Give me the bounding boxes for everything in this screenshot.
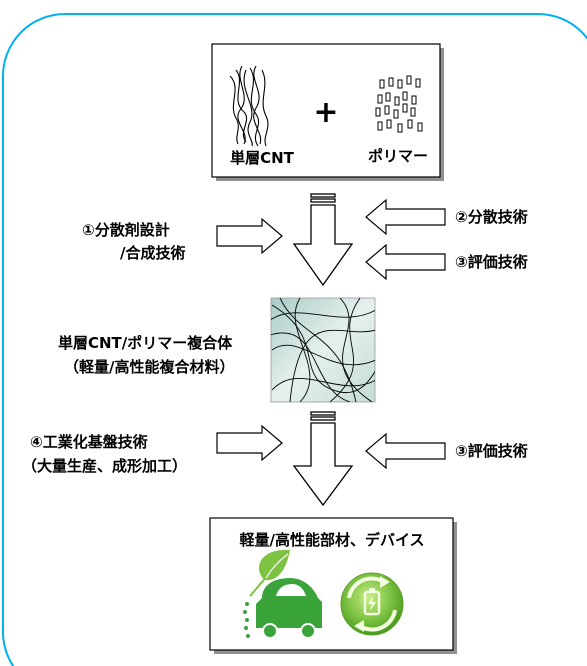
left-arrow-right-1 xyxy=(365,198,446,236)
recycle-battery-icon xyxy=(340,572,404,636)
top-fade xyxy=(0,0,587,14)
composite-subtitle: （軽量/高性能複合材料） xyxy=(64,358,235,376)
product-label: 軽量/高性能部材、デバイス xyxy=(239,531,425,549)
plus-sign: + xyxy=(313,95,339,130)
down-arrow-1 xyxy=(292,193,354,287)
eco-car-icon xyxy=(243,549,322,639)
right-arrow-left-1 xyxy=(216,217,283,255)
polymer-label: ポリマー xyxy=(367,147,428,165)
industrial-tech-label: ④工業化基盤技術 xyxy=(30,433,148,451)
dispersant-design-label: ①分散剤設計 xyxy=(82,221,170,239)
right-arrow-left-2 xyxy=(216,424,283,462)
product-box xyxy=(209,517,454,651)
composite-label: 単層CNT/ポリマー複合体 xyxy=(58,334,233,352)
down-arrow-2 xyxy=(292,411,354,507)
left-arrow-right-3 xyxy=(365,432,446,470)
synthesis-tech-label: /合成技術 xyxy=(120,244,186,262)
dispersion-tech-label: ②分散技術 xyxy=(455,208,528,226)
cnt-label: 単層CNT xyxy=(230,149,294,167)
cnt-icon xyxy=(229,65,269,147)
evaluation-tech-label-1: ③評価技術 xyxy=(455,253,528,271)
composite-image xyxy=(270,297,376,403)
outer-frame xyxy=(2,13,587,666)
evaluation-tech-label-2: ③評価技術 xyxy=(455,442,528,460)
materials-box xyxy=(211,43,441,178)
polymer-icon xyxy=(375,75,423,133)
mass-production-label: （大量生産、成形加工） xyxy=(22,457,188,475)
left-arrow-right-2 xyxy=(365,243,446,281)
